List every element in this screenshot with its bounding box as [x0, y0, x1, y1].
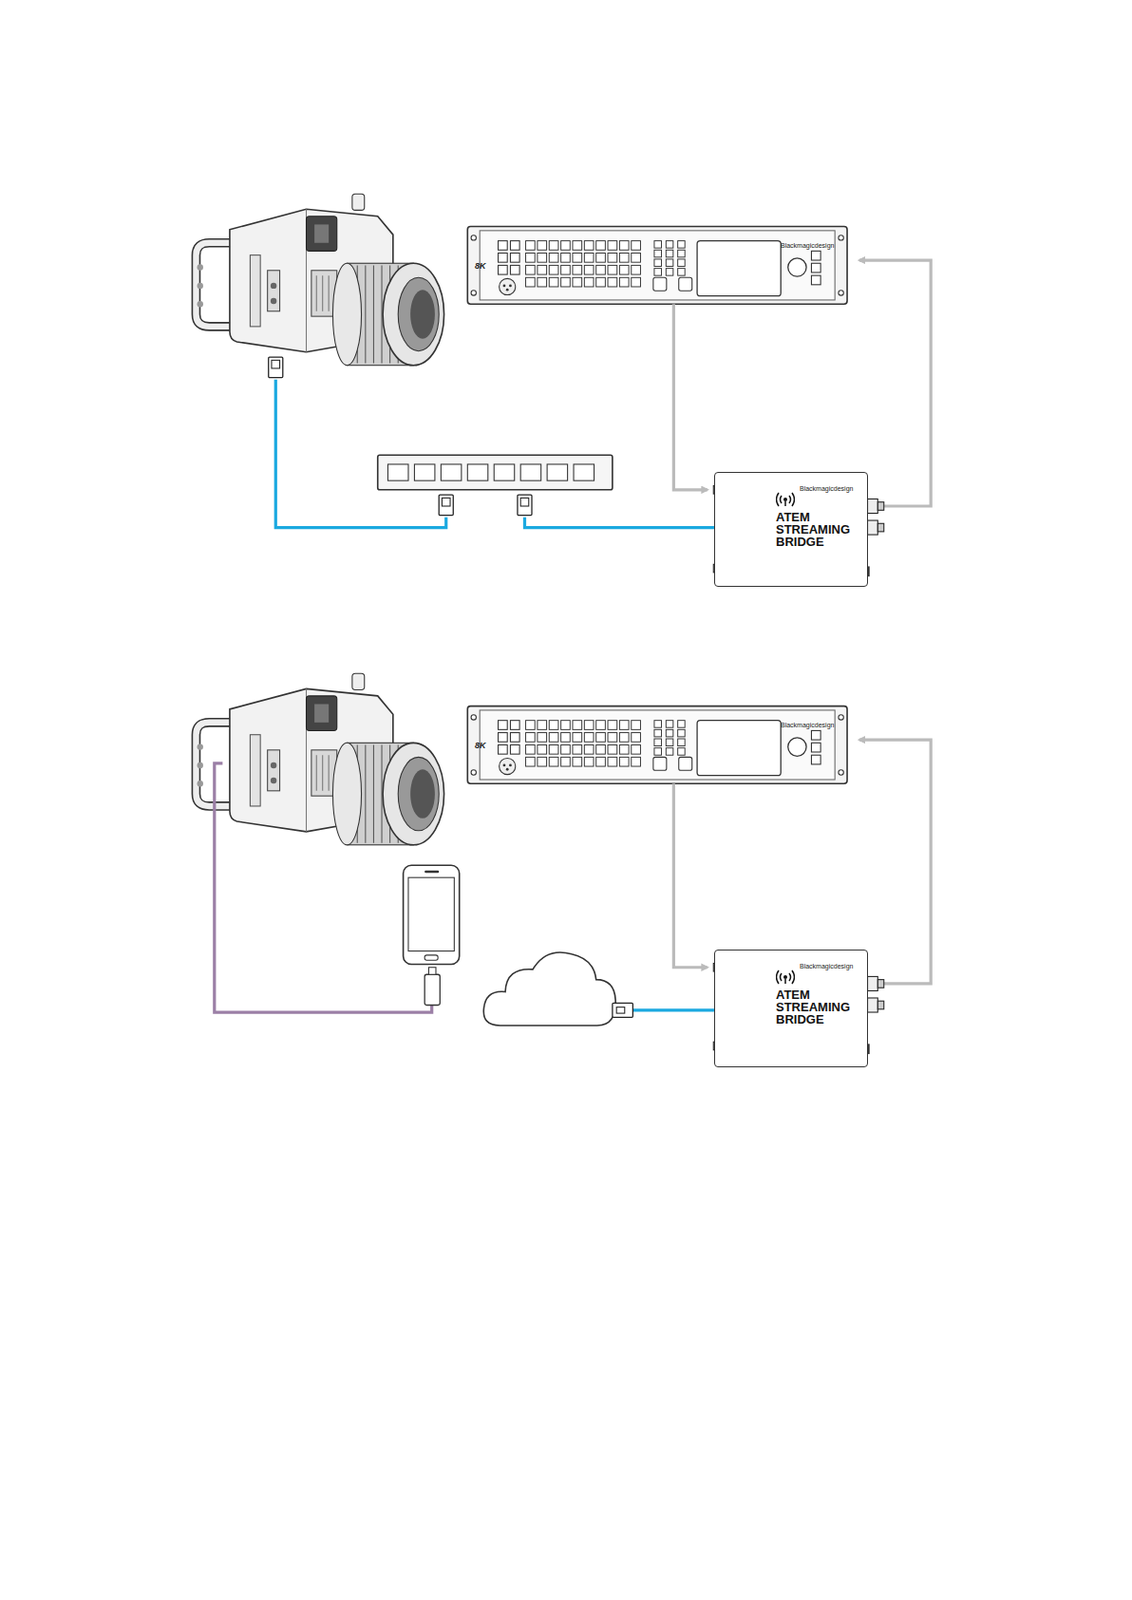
brand-logo: Blackmagicdesign: [799, 962, 853, 970]
model-badge: 8K: [474, 262, 487, 271]
device-name: ATEM STREAMING BRIDGE: [775, 988, 850, 1026]
brand-logo: Blackmagicdesign: [780, 721, 834, 729]
brand-logo: Blackmagicdesign: [799, 485, 853, 492]
wireless-icon: [775, 491, 795, 508]
wireless-icon: [775, 969, 795, 985]
device-name: ATEM STREAMING BRIDGE: [775, 510, 850, 548]
model-badge: 8K: [474, 741, 487, 751]
brand-logo: Blackmagicdesign: [780, 242, 834, 249]
